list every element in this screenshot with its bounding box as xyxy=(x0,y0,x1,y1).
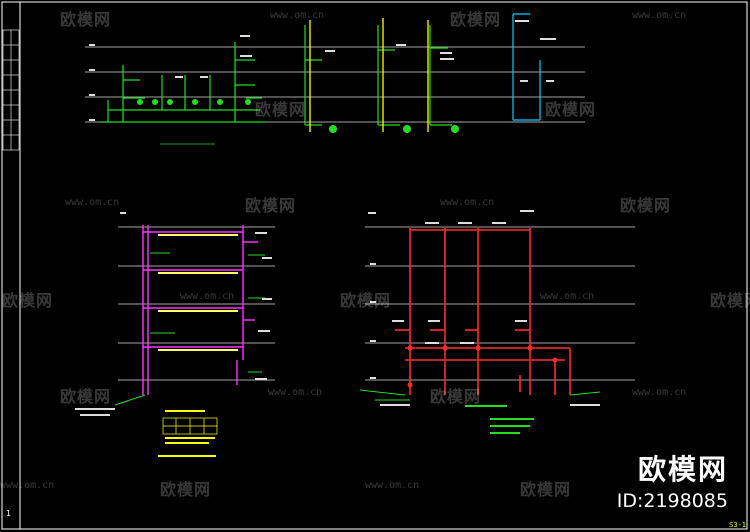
watermark-logo: 欧模网 xyxy=(255,100,307,119)
watermark-logo: 欧模网 xyxy=(710,291,750,310)
watermark-url: www.om.cn xyxy=(540,291,595,302)
title-strip xyxy=(2,29,20,151)
right-red-fittings xyxy=(407,345,558,388)
top-floor-lines xyxy=(85,46,585,123)
watermark-logo: 欧模网 xyxy=(60,387,112,406)
right-note-text xyxy=(465,405,534,434)
sheet-code: S3-1 xyxy=(729,521,746,529)
top-cyan-riser xyxy=(512,13,541,121)
watermark-url: www.om.cn xyxy=(365,480,420,491)
right-red-pipe-system xyxy=(395,228,571,395)
watermark-logo: 欧模网 xyxy=(245,196,297,215)
left-labels xyxy=(75,212,272,416)
watermark-url: www.om.cn xyxy=(270,10,325,21)
left-note-text xyxy=(158,410,216,457)
watermark-logo: 欧模网 xyxy=(450,10,502,29)
watermark-url: www.om.cn xyxy=(0,480,55,491)
top-yellow-risers xyxy=(309,18,429,132)
right-labels xyxy=(368,210,600,406)
brand-logo: 欧模网 xyxy=(637,453,728,486)
model-id: ID:2198085 xyxy=(616,490,728,512)
watermark-logo: 欧模网 xyxy=(520,480,572,499)
watermark-url: www.om.cn xyxy=(632,10,687,21)
top-green-pipe-system xyxy=(100,25,452,126)
right-floor-lines xyxy=(365,226,635,381)
watermark-logo: 欧模网 xyxy=(160,480,212,499)
right-green-ground xyxy=(359,389,601,401)
watermark-logo: 欧模网 xyxy=(2,291,54,310)
watermark-url: www.om.cn xyxy=(268,387,323,398)
left-magenta-pipe-system xyxy=(142,225,258,395)
watermark-logo: 欧模网 xyxy=(545,100,597,119)
right-floor-marks xyxy=(370,263,376,379)
top-green-valves xyxy=(137,99,459,133)
watermark-url: www.om.cn xyxy=(65,197,120,208)
watermark-logo: 欧模网 xyxy=(620,196,672,215)
watermark-logo: 欧模网 xyxy=(60,10,112,29)
page-number: 1 xyxy=(6,509,11,518)
brand-badge: 欧模网 ID:2198085 xyxy=(617,448,728,512)
top-annotations xyxy=(89,20,556,121)
left-green-branches xyxy=(114,252,265,406)
left-floor-lines xyxy=(118,226,275,381)
left-note-table xyxy=(162,417,218,435)
watermark-url: www.om.cn xyxy=(440,197,495,208)
watermark-logo: 欧模网 xyxy=(430,387,482,406)
watermark-logo: 欧模网 xyxy=(340,291,392,310)
watermark-url: www.om.cn xyxy=(632,387,687,398)
left-fixture-marks xyxy=(158,234,238,351)
watermark-url: www.om.cn xyxy=(180,291,235,302)
